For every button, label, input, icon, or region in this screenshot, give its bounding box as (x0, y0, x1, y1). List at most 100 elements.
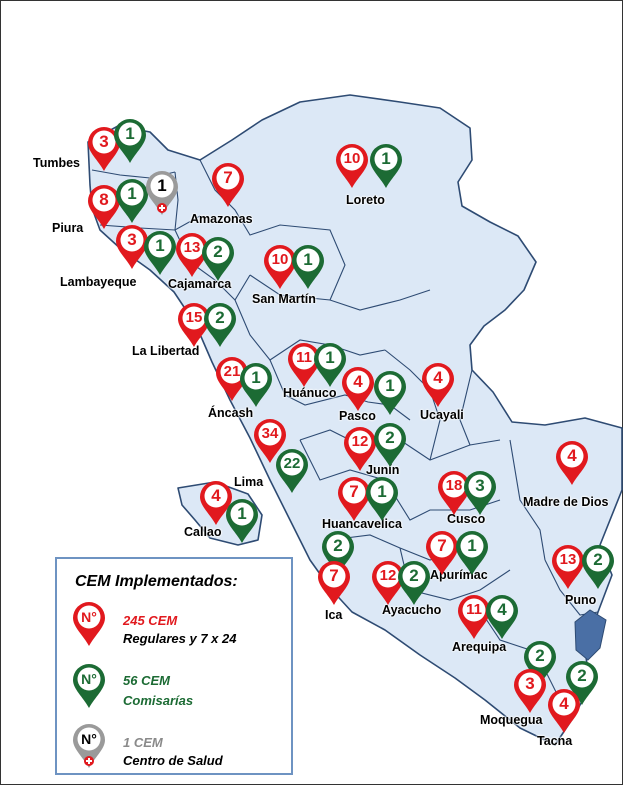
pin-cem-huancavelica: 7 (336, 476, 372, 522)
pin-comisaria-ayacucho: 2 (396, 560, 432, 606)
pin-comisaria-lima: 22 (274, 448, 310, 494)
label-cajamarca: Cajamarca (168, 277, 232, 291)
label-moquegua: Moquegua (480, 713, 543, 727)
pin-cem-junin: 12 (342, 426, 378, 472)
legend-green-count: 56 CEM (123, 673, 170, 688)
pin-cem-loreto: 10 (334, 143, 370, 189)
pin-comisaria-puno: 2 (580, 544, 616, 590)
label-piura: Piura (52, 221, 84, 235)
pin-marker-icon (216, 357, 248, 401)
pin-marker-icon (116, 225, 148, 269)
label-arequipa: Arequipa (452, 640, 507, 654)
pin-cem-cajamarca: 13 (174, 232, 210, 278)
label-tumbes: Tumbes (33, 156, 80, 170)
pin-marker-icon (556, 441, 588, 485)
pin-salud-piura: 1 (144, 170, 180, 216)
legend-red-desc: Regulares y 7 x 24 (123, 631, 237, 646)
pin-cem-tacna: 4 (546, 688, 582, 734)
legend-green-pin-icon: N° (71, 663, 107, 709)
pin-marker-icon (202, 237, 234, 281)
legend-gray-desc: Centro de Salud (123, 753, 223, 768)
pin-marker-icon (288, 343, 320, 387)
pin-cem-ancash: 21 (214, 356, 250, 402)
pin-marker-icon (372, 561, 404, 605)
pin-comisaria-san-martin: 1 (290, 244, 326, 290)
pin-cem-arequipa: 11 (456, 594, 492, 640)
pin-comisaria-ica: 2 (320, 530, 356, 576)
pin-marker-icon (200, 481, 232, 525)
pin-comisaria-cusco: 3 (462, 470, 498, 516)
pin-cem-lima: 34 (252, 418, 288, 464)
pin-marker-icon (88, 127, 120, 171)
label-puno: Puno (565, 593, 597, 607)
label-lima: Lima (234, 475, 264, 489)
pin-cem-cusco: 18 (436, 470, 472, 516)
pin-marker-icon (178, 303, 210, 347)
pin-comisaria-tumbes: 1 (112, 118, 148, 164)
pin-cem-ica: 7 (316, 560, 352, 606)
pin-marker-icon (176, 233, 208, 277)
pin-marker-icon (422, 363, 454, 407)
pin-marker-icon (144, 231, 176, 275)
pin-comisaria-la-libertad: 2 (202, 302, 238, 348)
label-junin: Junín (366, 463, 400, 477)
pin-marker-icon (374, 371, 406, 415)
pin-cem-apurimac: 7 (424, 530, 460, 576)
label-amazonas: Amazonas (190, 212, 253, 226)
label-pasco: Pasco (339, 409, 376, 423)
pin-marker-icon (458, 595, 490, 639)
label-tacna: Tacna (537, 734, 573, 748)
legend-red-count: 245 CEM (123, 613, 178, 628)
pin-comisaria-pasco: 1 (372, 370, 408, 416)
label-cusco: Cusco (447, 512, 486, 526)
pin-cem-la-libertad: 15 (176, 302, 212, 348)
pin-comisaria-tacna: 2 (564, 660, 600, 706)
pin-marker-icon (336, 144, 368, 188)
label-ucayali: Ucayali (420, 408, 464, 422)
pin-marker-icon (548, 689, 580, 733)
pin-cem-madre-de-dios: 4 (554, 440, 590, 486)
pin-marker-icon (73, 664, 105, 708)
legend-green-desc: Comisarías (123, 693, 194, 708)
pin-cem-ucayali: 4 (420, 362, 456, 408)
pin-marker-icon (204, 303, 236, 347)
pin-marker-icon (314, 343, 346, 387)
pin-comisaria-cajamarca: 2 (200, 236, 236, 282)
pin-marker-icon (370, 144, 402, 188)
pin-cem-piura: 8 (86, 184, 122, 230)
pin-marker-icon (292, 245, 324, 289)
pin-marker-icon (338, 477, 370, 521)
pin-cem-huanuco: 11 (286, 342, 322, 388)
red-cross-icon (157, 203, 167, 213)
pin-comisaria-apurimac: 1 (454, 530, 490, 576)
pin-marker-icon (342, 367, 374, 411)
pin-comisaria-piura: 1 (114, 178, 150, 224)
pin-marker-icon (464, 471, 496, 515)
pin-comisaria-arequipa: 4 (484, 594, 520, 640)
label-la-libertad: La Libertad (132, 344, 200, 358)
pin-marker-icon (514, 669, 546, 713)
pin-marker-icon (456, 531, 488, 575)
pin-marker-icon (73, 602, 105, 646)
pin-cem-san-martin: 10 (262, 244, 298, 290)
pin-cem-pasco: 4 (340, 366, 376, 412)
pin-cem-amazonas: 7 (210, 162, 246, 208)
legend-gray-pin-icon: N° (71, 723, 107, 769)
pin-marker-icon (426, 531, 458, 575)
pin-comisaria-moquegua: 2 (522, 640, 558, 686)
pin-comisaria-callao: 1 (224, 498, 260, 544)
pin-marker-icon (524, 641, 556, 685)
pin-marker-icon (374, 423, 406, 467)
pin-marker-icon (240, 363, 272, 407)
label-ayacucho: Ayacucho (382, 603, 442, 617)
pin-comisaria-ancash: 1 (238, 362, 274, 408)
pin-comisaria-junin: 2 (372, 422, 408, 468)
label-callao: Callao (184, 525, 222, 539)
legend-title: CEM Implementados: (75, 573, 238, 590)
pin-marker-icon (438, 471, 470, 515)
pin-marker-icon (212, 163, 244, 207)
pin-marker-icon (226, 499, 258, 543)
label-loreto: Loreto (346, 193, 385, 207)
pin-marker-icon (566, 661, 598, 705)
pin-marker-icon (88, 185, 120, 229)
